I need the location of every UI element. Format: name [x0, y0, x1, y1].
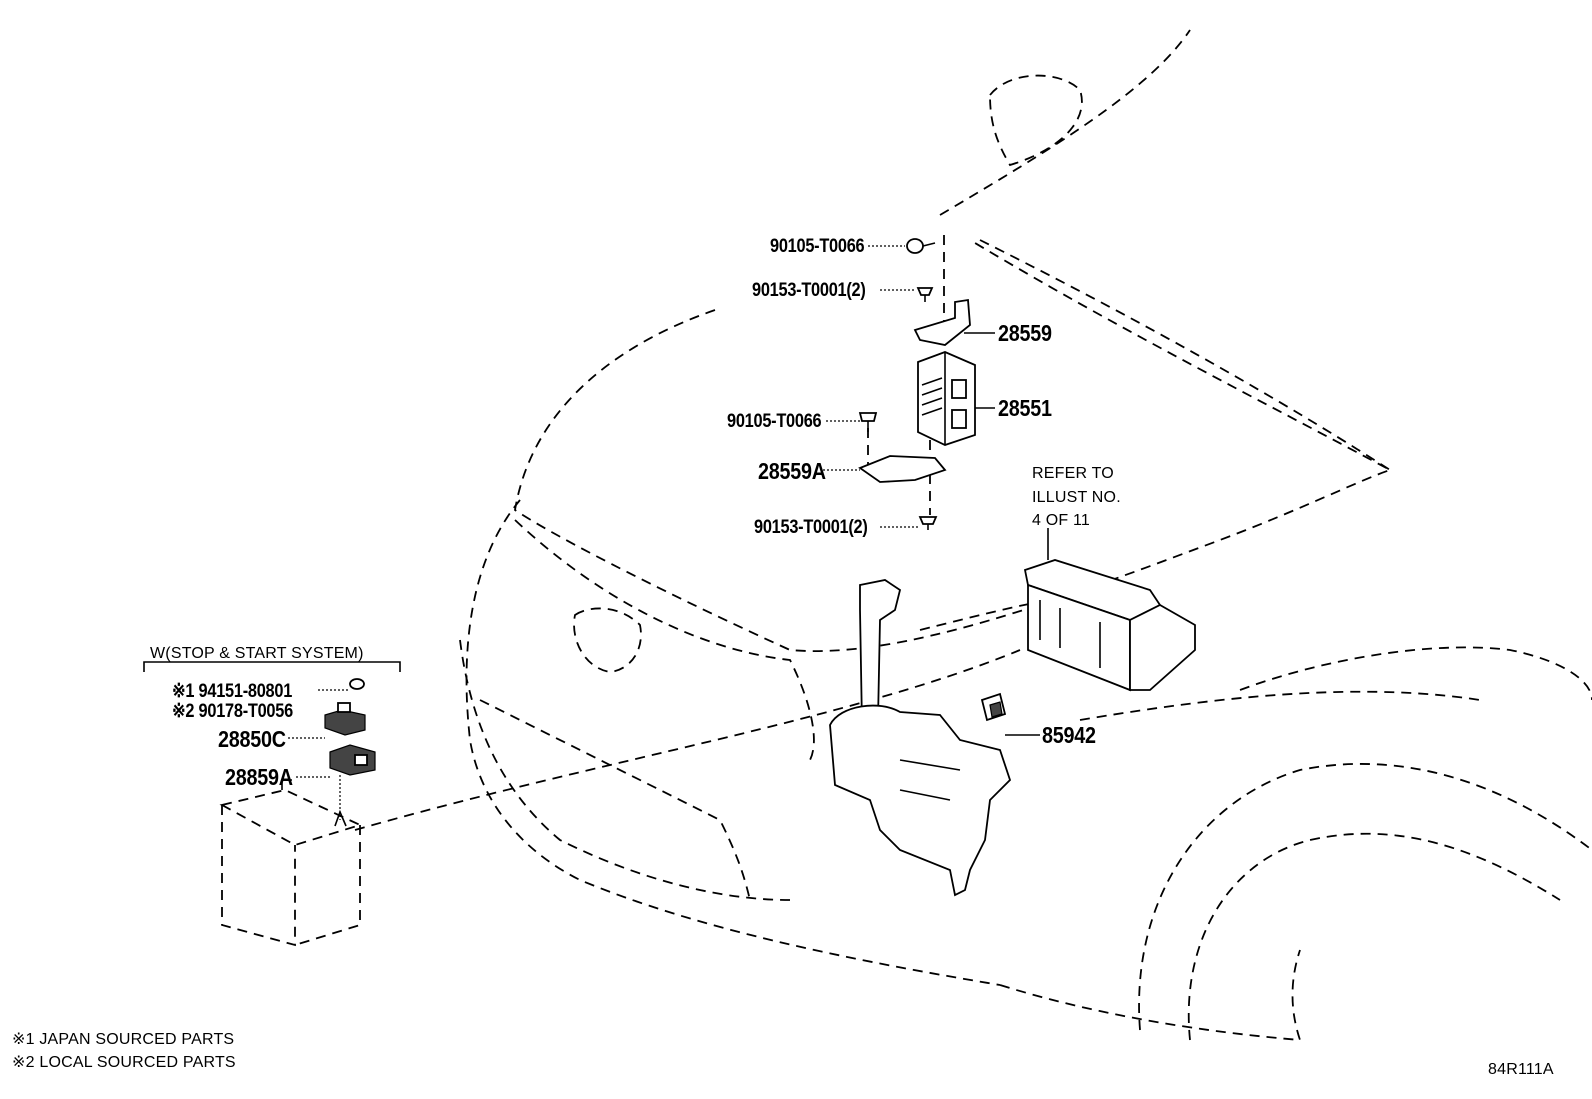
illustration-code: 84R111A [1488, 1061, 1554, 1078]
hood-outline [514, 239, 1393, 652]
battery [219, 779, 363, 947]
mirror-outline [989, 74, 1083, 167]
part-number-90105-top[interactable]: 90105-T0066 [770, 236, 865, 257]
screw-90153-bottom-icon [918, 516, 938, 530]
part-number-90105-mid[interactable]: 90105-T0066 [727, 411, 822, 432]
refer-note-line2: ILLUST NO. [1032, 489, 1121, 506]
bracket-28559A-icon [858, 455, 947, 483]
battery-link-line [354, 649, 1021, 831]
body-side-line [1079, 690, 1481, 721]
bracket-28859A-icon [329, 744, 376, 776]
group-bracket [143, 661, 401, 672]
screw-90153-top-icon [916, 287, 934, 302]
part-number-28850C[interactable]: 28850C [218, 726, 286, 752]
refer-note-line1: REFER TO [1032, 465, 1114, 482]
part-number-28551[interactable]: 28551 [998, 395, 1052, 421]
wheel-inner [1187, 832, 1561, 1041]
part-number-28559A[interactable]: 28559A [758, 458, 826, 484]
wheel-arch [1239, 646, 1592, 701]
fuse-box-icon [1023, 559, 1196, 692]
wheel-outer [1138, 763, 1592, 1031]
bolt-90105-top-icon [906, 238, 936, 254]
windshield-edge [979, 239, 1391, 471]
part-number-94151[interactable]: ※1 94151-80801 [172, 681, 293, 702]
part-85942-icon [980, 692, 1007, 722]
sensor-28850C-icon [324, 702, 366, 736]
footnote-local-sourced: ※2 LOCAL SOURCED PARTS [12, 1054, 236, 1071]
part-number-90178[interactable]: ※2 90178-T0056 [172, 701, 293, 722]
refer-note-line3: 4 OF 11 [1032, 512, 1091, 529]
part-number-90153-top[interactable]: 90153-T0001(2) [752, 280, 866, 301]
bracket-28559-icon [913, 298, 971, 346]
part-number-90153-bottom[interactable]: 90153-T0001(2) [754, 517, 868, 538]
grille-outline [514, 519, 815, 761]
part-number-28859A[interactable]: 28859A [225, 764, 293, 790]
nut-94151-icon [349, 678, 365, 690]
group-title-stop-start: W(STOP & START SYSTEM) [150, 645, 364, 662]
body-line-2 [919, 599, 1061, 631]
headlamp-outline [573, 607, 642, 673]
bumper-outline [459, 639, 791, 901]
hood-edge [939, 29, 1191, 216]
bolt-90105-mid-icon [858, 412, 878, 432]
part-number-28559[interactable]: 28559 [998, 320, 1052, 346]
fender-outline [999, 949, 1302, 1042]
part-number-85942[interactable]: 85942 [1042, 722, 1096, 748]
footnote-japan-sourced: ※1 JAPAN SOURCED PARTS [12, 1031, 235, 1048]
washer-tank-icon [829, 579, 1012, 897]
bumper-lower [479, 699, 751, 901]
module-28551-icon [917, 351, 976, 446]
front-fascia-outline [465, 499, 1001, 986]
